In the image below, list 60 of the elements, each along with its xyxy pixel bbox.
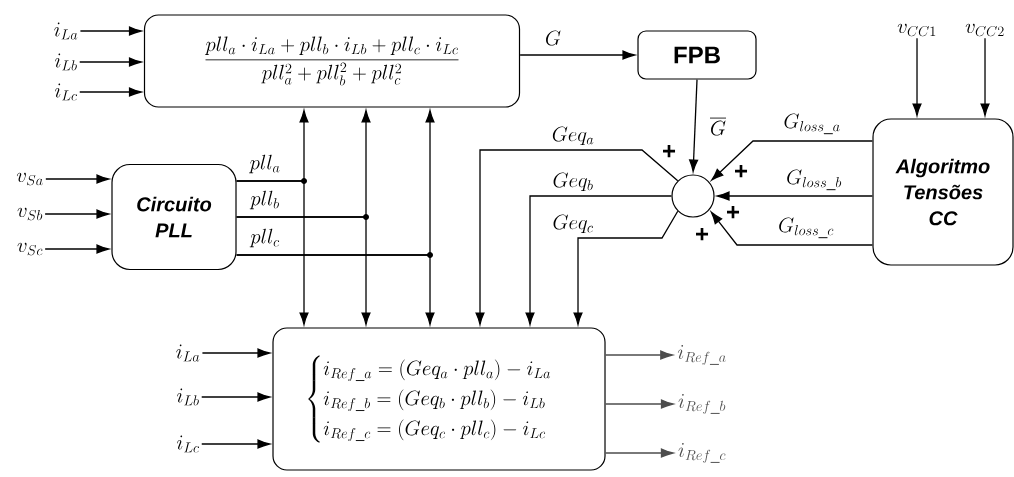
signal-label: $v_{Sc}$	[17, 242, 43, 256]
algorithm-block: Algoritmo Tensões CC	[872, 118, 1014, 266]
plus-sign: +	[663, 144, 676, 158]
signal-label: $i_{Lc}$	[177, 435, 199, 453]
filter-box: FPB	[637, 30, 757, 80]
arrow	[201, 348, 271, 358]
signal-label: $v_{CC1}$	[897, 23, 936, 37]
equation-box: $\begin{cases} i_{Ref\_a}=(Geq_a\cdot pll_a)-i_{La}\\ i_{Ref\_b}=(Geq_b\cdot pll_b)-i_{Lb}\\ i_{Ref\_c}=(Geq_c\cdot pll_c)-i_{Lc}\end{cases}$	[272, 327, 606, 471]
arrow	[711, 140, 874, 181]
arrow	[604, 350, 673, 360]
pll-block: Circuito PLL	[111, 163, 237, 271]
edge-label: $Geq_a$	[550, 125, 596, 147]
arrow	[710, 211, 874, 246]
arrow	[519, 50, 636, 60]
signal-label: $i_{Lb}$	[177, 388, 199, 406]
edge-label: $Geq_c$	[551, 213, 595, 235]
arrow	[79, 26, 142, 36]
edge-label: $pll_b$	[249, 189, 281, 211]
arrow	[689, 78, 699, 173]
signal-label: $v_{Sa}$	[16, 172, 43, 186]
arrow	[235, 180, 309, 326]
plus-sign: +	[696, 227, 709, 241]
signal-label: $i_{La}$	[54, 22, 78, 40]
plus-sign: +	[727, 205, 740, 219]
signal-label: $v_{Sb}$	[17, 207, 43, 221]
arrow	[201, 439, 271, 449]
arrow	[716, 191, 874, 201]
edge-label: $G_{loss\_a}$	[782, 112, 842, 136]
arrow	[44, 209, 110, 219]
edge-label: $Geq_b$	[551, 171, 595, 193]
arrow	[912, 37, 922, 117]
arrow	[980, 37, 990, 117]
arrow	[604, 448, 674, 458]
arrow	[235, 254, 435, 326]
arrow	[201, 392, 271, 402]
signal-label: $i_{La}$	[176, 344, 200, 362]
arrow	[235, 216, 371, 326]
summing-junction	[671, 174, 715, 218]
output-label: $i_{Ref\_b}$	[678, 394, 726, 414]
signal-label: $i_{Lb}$	[55, 53, 77, 71]
arrow	[79, 57, 142, 67]
formula-box: $\frac{pll_a\cdot i_{La}+pll_b\cdot i_{Lb}+pll_c\cdot i_{Lc}}{pll_a^2+pll_b^2+pll_c^2}$	[143, 14, 521, 108]
arrow	[79, 87, 142, 97]
edge-label: $pll_a$	[248, 153, 282, 175]
arrow	[525, 195, 673, 326]
plus-sign: +	[735, 164, 748, 178]
arrow	[573, 210, 679, 326]
edge-label: $G$	[544, 29, 562, 47]
signal-label: $v_{CC2}$	[965, 23, 1004, 37]
output-label: $i_{Ref\_c}$	[678, 443, 726, 463]
signal-label: $i_{Lc}$	[55, 83, 77, 101]
edge-label: $G_{loss\_c}$	[777, 216, 835, 240]
arrow	[475, 149, 679, 326]
edge-label: $G_{loss\_b}$	[785, 168, 843, 192]
edge-label: $pll_c$	[249, 227, 281, 249]
output-label: $i_{Ref\_a}$	[677, 345, 726, 365]
arrow	[44, 244, 110, 254]
arrow	[45, 174, 110, 184]
edge-label: $\overline{G}$	[709, 115, 727, 137]
arrow	[604, 399, 674, 409]
